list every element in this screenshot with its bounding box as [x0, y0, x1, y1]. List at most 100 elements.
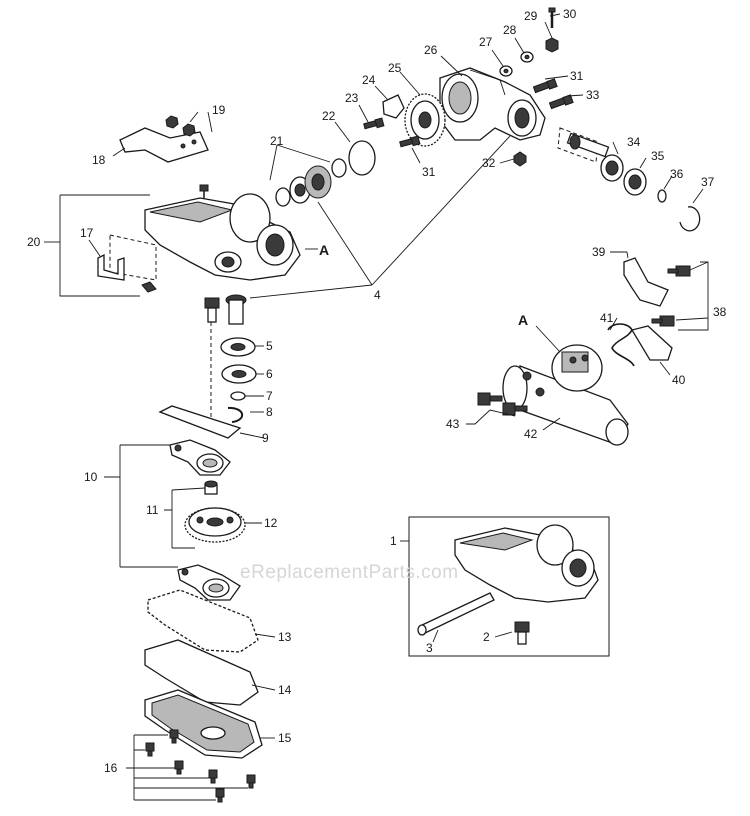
part-40-plate [630, 325, 673, 361]
callout-labels: 30 29 28 27 26 31 33 25 24 23 22 31 32 3… [27, 7, 727, 775]
detail-a-mount [551, 344, 603, 392]
part-17-clip [97, 234, 157, 281]
part-15-gear-cover [144, 689, 263, 759]
label-31-top: 31 [570, 69, 584, 83]
label-35: 35 [651, 149, 665, 163]
label-8: 8 [266, 405, 273, 419]
part-9-plate [158, 405, 242, 439]
label-24: 24 [362, 73, 376, 87]
label-37: 37 [701, 175, 715, 189]
label-40: 40 [672, 373, 686, 387]
part-39-lever [623, 257, 669, 307]
label-28: 28 [503, 23, 517, 37]
part-10-crank-arm-lower [177, 564, 241, 601]
part-4-pinion [225, 294, 247, 325]
label-4: 4 [374, 288, 381, 302]
part-30-screw [548, 7, 556, 28]
label-detail-a-2: A [518, 312, 528, 328]
label-27: 27 [479, 35, 493, 49]
part-31-screw-lower [399, 135, 421, 148]
label-32: 32 [482, 156, 496, 170]
label-17: 17 [80, 226, 94, 240]
label-7: 7 [266, 389, 273, 403]
vertical-parts-stack [144, 294, 263, 803]
part-31-bolt-top [532, 78, 558, 94]
label-3: 3 [426, 641, 433, 655]
watermark-text: eReplacementParts.com [240, 562, 459, 583]
label-41: 41 [600, 311, 614, 325]
label-13: 13 [278, 630, 292, 644]
part-6-bearing [221, 364, 257, 384]
label-20: 20 [27, 235, 41, 249]
part-29-nut [545, 37, 559, 53]
part-26-angle-housing [439, 67, 546, 141]
label-12: 12 [264, 516, 278, 530]
label-39: 39 [592, 245, 606, 259]
label-19: 19 [212, 103, 226, 117]
label-5: 5 [266, 339, 273, 353]
part-14-cover-plate [144, 639, 259, 706]
part-16-screws [145, 729, 256, 803]
label-6: 6 [266, 367, 273, 381]
part-20-gear-case [141, 184, 301, 293]
part-42-handle-tube [502, 365, 629, 446]
part-19-nuts [165, 115, 196, 137]
part-37-snap-ring [679, 206, 701, 232]
label-11: 11 [146, 503, 159, 517]
handle-assembly [477, 257, 691, 446]
label-18: 18 [92, 153, 106, 167]
label-25: 25 [388, 61, 402, 75]
label-29: 29 [524, 9, 538, 23]
part-3-shaft [417, 592, 495, 636]
label-38: 38 [713, 305, 727, 319]
part-41-spring [607, 323, 635, 367]
angle-housing-assembly [439, 7, 701, 232]
label-36: 36 [670, 167, 684, 181]
label-33: 33 [586, 88, 600, 102]
part-5-bearing [220, 337, 256, 357]
label-42: 42 [524, 427, 538, 441]
part-32-nut [513, 151, 527, 167]
part-36-ring [657, 189, 667, 203]
part-1-gear-case-assembly [454, 524, 599, 603]
part-33-bolt [548, 94, 574, 110]
label-30: 30 [563, 7, 577, 21]
drive-gear-group [275, 93, 446, 207]
part-10-crank-arm-upper [169, 439, 231, 476]
part-34-bearing [600, 154, 624, 182]
label-2: 2 [483, 630, 490, 644]
assembly-inset [408, 516, 610, 657]
part-24-plate [382, 94, 405, 119]
label-34: 34 [627, 135, 641, 149]
label-21: 21 [270, 134, 284, 148]
part-2-bolt [204, 297, 220, 323]
part-18-bracket [119, 127, 209, 163]
label-9: 9 [262, 431, 269, 445]
part-7-ring [230, 391, 246, 401]
part-22-o-ring [348, 140, 376, 176]
label-14: 14 [278, 683, 292, 697]
part-35-bearing [623, 168, 647, 196]
label-detail-a-1: A [319, 242, 329, 258]
label-1: 1 [390, 534, 397, 548]
part-43-screws [477, 392, 528, 416]
label-22: 22 [322, 109, 336, 123]
part-11-bushing [204, 480, 218, 495]
leader-lines [44, 13, 709, 801]
label-15: 15 [278, 731, 292, 745]
label-31-lower: 31 [422, 165, 436, 179]
part-12-gear [184, 507, 246, 543]
part-8-snap-ring [227, 406, 244, 423]
label-10: 10 [84, 470, 98, 484]
label-23: 23 [345, 91, 359, 105]
label-43: 43 [446, 417, 460, 431]
part-2-bolt-inset [514, 621, 530, 645]
part-25-bevel-gear [404, 93, 446, 147]
part-13-gasket [147, 589, 259, 653]
label-16: 16 [104, 761, 118, 775]
part-21-bearing-group [275, 158, 347, 207]
part-38-screws [651, 265, 691, 327]
label-26: 26 [424, 43, 438, 57]
drive-shaft-bearing-group [557, 127, 610, 163]
